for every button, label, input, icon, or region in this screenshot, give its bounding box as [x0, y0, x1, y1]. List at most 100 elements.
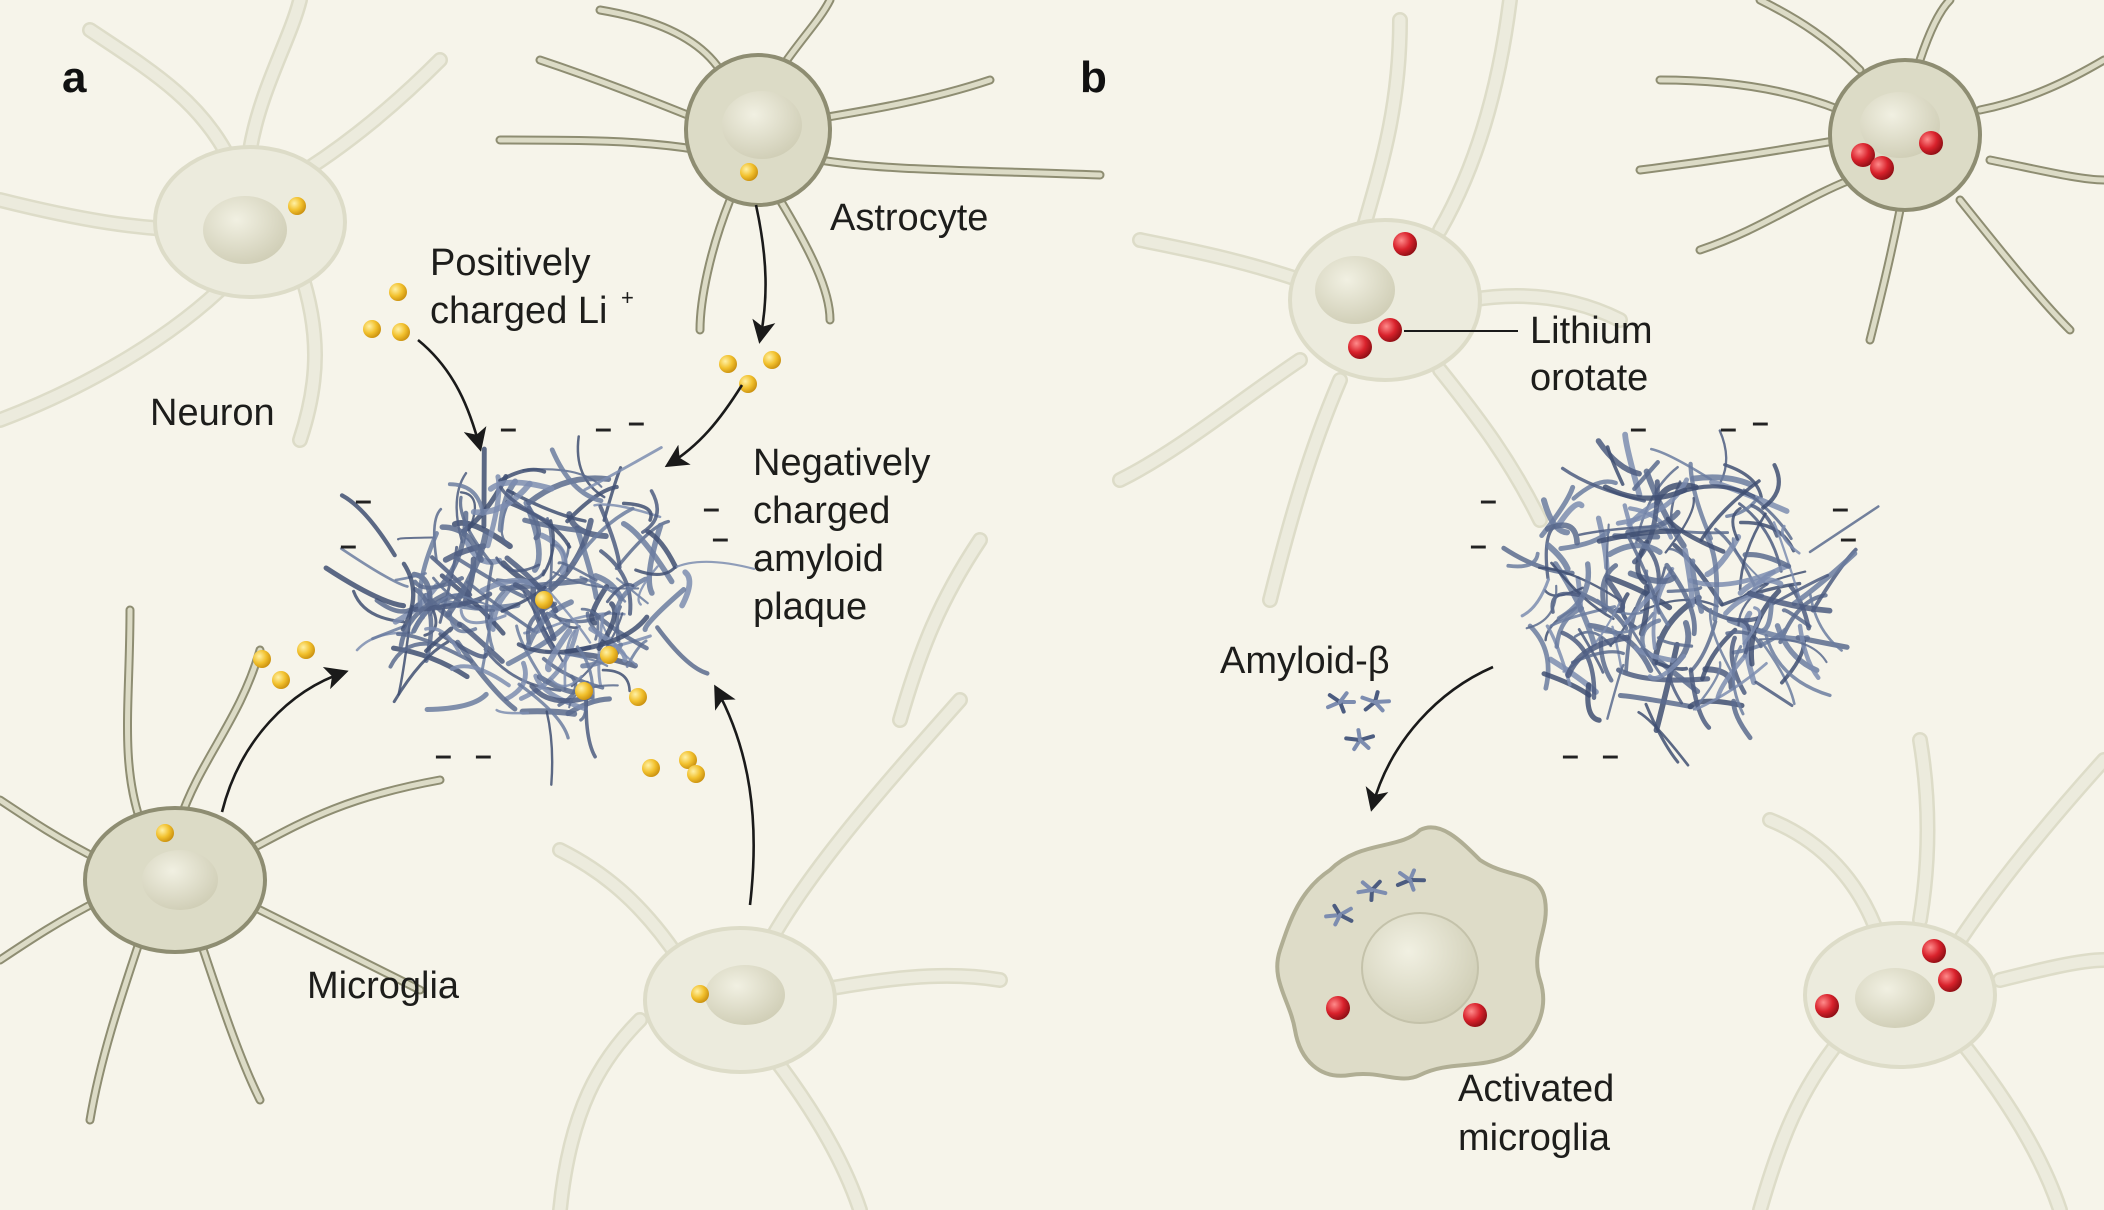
amyloid-fibril	[1617, 693, 1694, 710]
amyloid-fibril	[1694, 662, 1768, 711]
amyloid-plaque	[1501, 429, 1880, 767]
amyloid-fibril	[1702, 666, 1735, 691]
amyloid-fibril	[1742, 551, 1792, 569]
amyloid-fibril	[614, 519, 671, 571]
amyloid-fibril	[1625, 509, 1681, 536]
amyloid-fibril	[1626, 535, 1661, 615]
amyloid-fragment-icon	[1324, 903, 1354, 927]
amyloid-fibril	[470, 480, 533, 516]
amyloid-fibril	[1754, 680, 1794, 707]
panel-letter-b: b	[1080, 53, 1107, 102]
amyloid-fibril	[459, 491, 477, 532]
amyloid-fibril	[459, 608, 507, 625]
red-sphere-icon	[1870, 156, 1894, 180]
amyloid-fibril	[397, 536, 435, 541]
amyloid-fibril	[495, 708, 530, 715]
charge-symbol: –	[1562, 739, 1579, 772]
yellow-sphere-icon	[392, 323, 410, 341]
charge-symbol: –	[340, 529, 357, 562]
amyloid-fibril	[448, 610, 478, 634]
amyloid-beta-fragments	[1324, 690, 1426, 927]
amyloid-fibril	[588, 626, 628, 663]
charge-symbol: –	[703, 492, 720, 525]
neuron-cell-lower	[1752, 732, 2104, 1210]
amyloid-fibril	[1736, 618, 1752, 658]
plaque-label-line4: plaque	[753, 586, 867, 628]
charge-symbol: –	[628, 406, 645, 439]
amyloid-fibril	[1520, 577, 1551, 618]
amyloid-fibril	[388, 641, 430, 669]
amyloid-fibril	[1624, 590, 1646, 673]
amyloid-fibril	[498, 467, 547, 483]
amyloid-fibril	[1606, 663, 1625, 720]
amyloid-beta-label: Amyloid-β	[1220, 640, 1390, 682]
lithium-ions	[156, 163, 781, 1003]
amyloid-fibril	[641, 489, 659, 534]
amyloid-fibril	[1703, 532, 1720, 622]
amyloid-fibril	[424, 691, 489, 712]
panel-a: – – – – – – – – –	[0, 0, 1105, 1210]
amyloid-fibril	[1665, 516, 1726, 554]
amyloid-fibril	[483, 647, 562, 692]
amyloid-fibril	[487, 479, 555, 492]
amyloid-fibril	[1571, 479, 1618, 501]
amyloid-fibril	[1720, 581, 1802, 607]
charge-symbol: –	[1602, 739, 1619, 772]
amyloid-fibril	[1690, 474, 1753, 488]
amyloid-fibril	[1650, 447, 1712, 481]
plaque-label-line2: charged	[753, 490, 890, 532]
amyloid-fibril	[645, 528, 678, 569]
amyloid-fibril	[1808, 593, 1843, 652]
amyloid-fibril	[1605, 445, 1625, 486]
amyloid-fibril	[1604, 577, 1626, 614]
plaque-label-line1: Negatively	[753, 442, 930, 484]
amyloid-fibril	[412, 576, 465, 590]
amyloid-fibril	[614, 576, 648, 613]
yellow-sphere-icon	[739, 375, 757, 393]
amyloid-fibril	[1604, 574, 1673, 611]
amyloid-fibril	[1577, 628, 1605, 674]
red-sphere-icon	[1919, 131, 1943, 155]
amyloid-fibril	[480, 610, 494, 674]
yellow-sphere-icon	[600, 646, 618, 664]
amyloid-fibril	[432, 507, 443, 562]
amyloid-fibril	[1731, 506, 1742, 541]
amyloid-fibril	[679, 569, 693, 609]
amyloid-fibril	[400, 561, 416, 632]
amyloid-fibril	[625, 639, 648, 668]
charge-symbol: –	[355, 484, 372, 517]
negative-charges: – – – – – – – – –	[1470, 406, 1857, 772]
amyloid-fibril	[1729, 635, 1747, 695]
amyloid-fibril	[1545, 624, 1572, 687]
amyloid-plaque	[323, 435, 756, 786]
amyloid-fibril	[1723, 463, 1763, 499]
amyloid-fragment-icon	[1344, 728, 1375, 752]
amyloid-fibril	[1556, 561, 1592, 622]
amyloid-fibril	[1527, 623, 1551, 691]
amyloid-fibril	[1772, 521, 1801, 600]
negative-charges: – – – – – – – – –	[340, 406, 729, 772]
amyloid-fibril	[374, 598, 421, 614]
amyloid-fibril	[1595, 438, 1642, 477]
amyloid-fibril	[1731, 698, 1753, 741]
amyloid-fibril	[1797, 623, 1821, 680]
migration-arrows	[220, 204, 776, 906]
yellow-sphere-icon	[575, 682, 593, 700]
lithium-orotate-particles	[1348, 131, 1962, 1018]
yellow-sphere-icon	[691, 985, 709, 1003]
amyloid-fibril	[1640, 598, 1719, 613]
amyloid-fibril	[1537, 566, 1623, 602]
amyloid-fibril	[1742, 610, 1757, 686]
astrocyte-label: Astrocyte	[830, 197, 988, 239]
amyloid-fibril	[466, 580, 536, 633]
amyloid-fibril	[655, 625, 710, 676]
neuron-cell	[0, 0, 448, 448]
red-sphere-icon	[1393, 232, 1417, 256]
amyloid-fibril	[1708, 608, 1737, 681]
microglia-label: Microglia	[307, 965, 460, 1007]
neuron-label: Neuron	[150, 392, 275, 434]
amyloid-fibril	[1653, 641, 1680, 733]
orotate-label-line2: orotate	[1530, 357, 1648, 399]
yellow-sphere-icon	[297, 641, 315, 659]
